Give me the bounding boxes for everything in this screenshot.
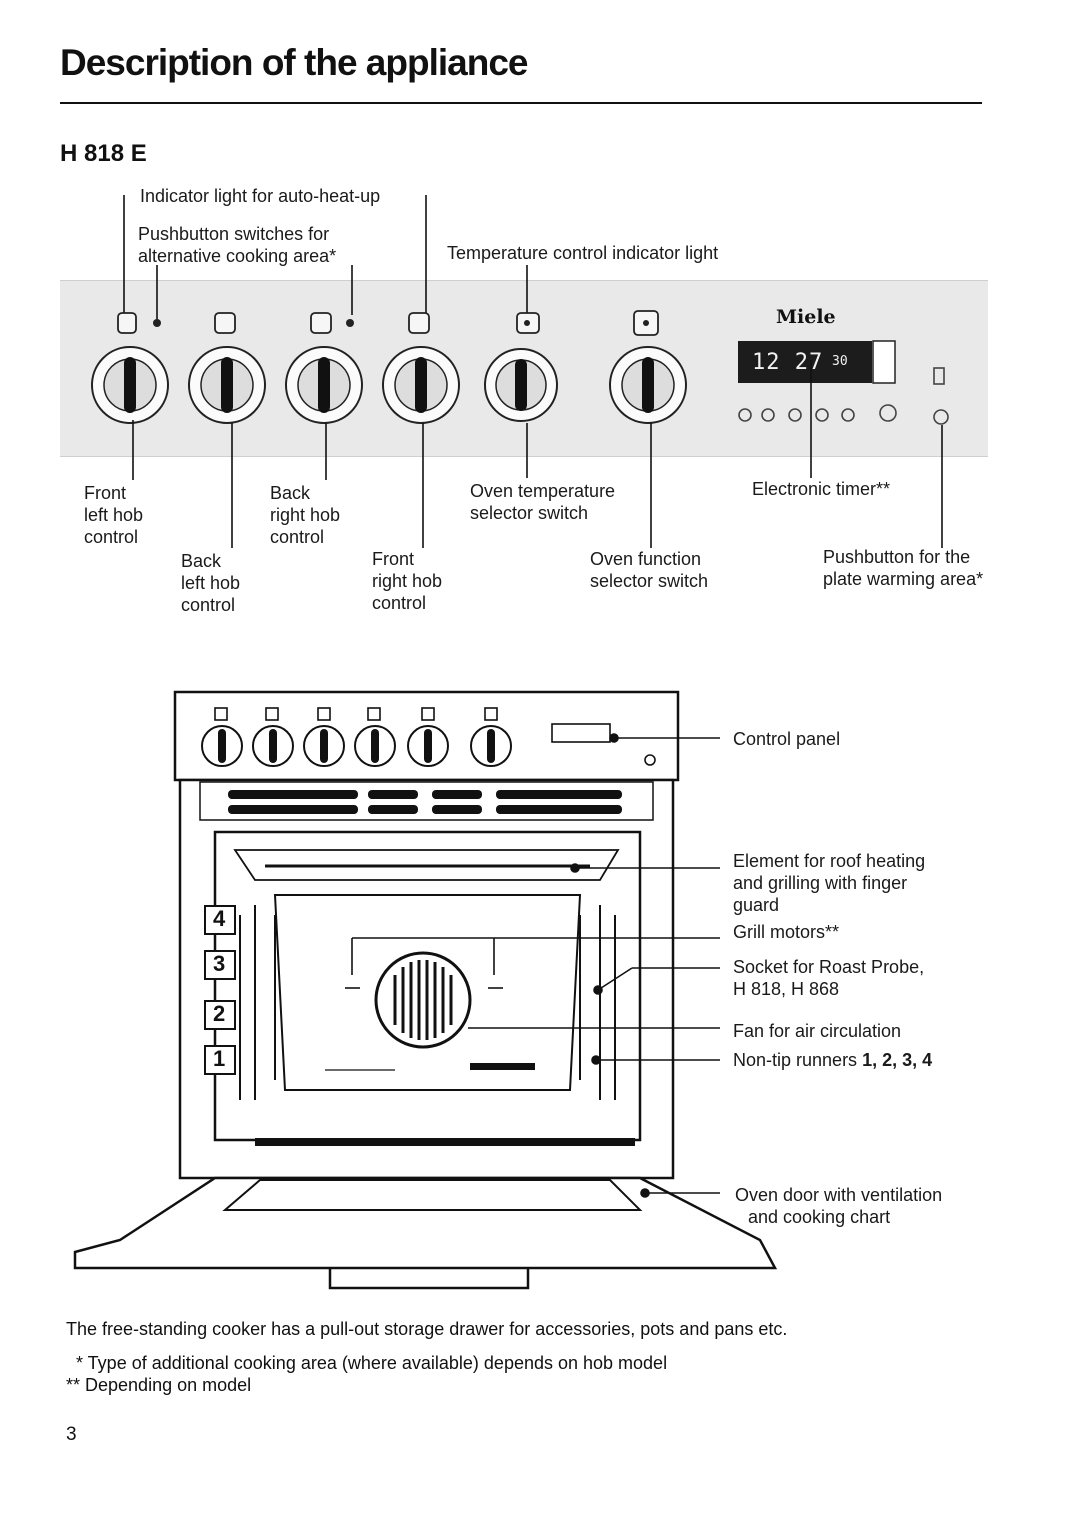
oven-temperature-knob bbox=[484, 348, 558, 422]
front-left-hob-knob bbox=[91, 346, 169, 424]
label-roast-probe-socket: Socket for Roast Probe,H 818, H 868 bbox=[733, 957, 925, 999]
runner-level-3: 3 bbox=[213, 951, 226, 976]
hob-indicator-icon-3 bbox=[310, 312, 332, 334]
hob-indicator-icon-4 bbox=[408, 312, 430, 334]
label-pushbutton-alt-line2: alternative cooking area* bbox=[138, 246, 337, 266]
runner-level-4: 4 bbox=[213, 906, 226, 931]
pushbutton-alt-icon-1 bbox=[153, 319, 161, 327]
page-title: Description of the appliance bbox=[60, 42, 528, 83]
oven-function-knob bbox=[609, 346, 687, 424]
title-divider bbox=[60, 102, 982, 104]
back-right-hob-knob bbox=[285, 346, 363, 424]
hob-indicator-icon-1 bbox=[117, 312, 137, 334]
timer-display bbox=[738, 341, 872, 383]
runner-level-1: 1 bbox=[213, 1046, 226, 1071]
back-left-hob-knob bbox=[188, 346, 266, 424]
pushbutton-alt-icon-2 bbox=[346, 319, 354, 327]
top-leader-lines bbox=[123, 195, 528, 325]
hob-knobs bbox=[91, 346, 687, 424]
label-control-panel: Control panel bbox=[733, 729, 841, 749]
label-electronic-timer: Electronic timer** bbox=[752, 479, 891, 499]
label-temp-indicator: Temperature control indicator light bbox=[447, 243, 719, 263]
timer-seconds: 30 bbox=[832, 354, 848, 369]
oven-illustration bbox=[73, 690, 778, 1290]
footnote-single-star: * Type of additional cooking area (where… bbox=[76, 1353, 668, 1373]
label-fan: Fan for air circulation bbox=[733, 1021, 902, 1041]
plate-warming-icon bbox=[933, 367, 945, 385]
footnote-double-star: ** Depending on model bbox=[66, 1375, 252, 1395]
drawer-description: The free-standing cooker has a pull-out … bbox=[66, 1319, 788, 1339]
model-heading: H 818 E bbox=[60, 140, 147, 167]
front-right-hob-knob bbox=[382, 346, 460, 424]
hob-indicator-icon-2 bbox=[214, 312, 236, 334]
label-autoheat-indicator: Indicator light for auto-heat-up bbox=[140, 186, 381, 206]
label-grill-motors: Grill motors** bbox=[733, 922, 840, 942]
label-pushbutton-alt-line1: Pushbutton switches for bbox=[138, 224, 330, 244]
page-number: 3 bbox=[66, 1424, 77, 1445]
plate-warming-pushbutton bbox=[933, 409, 949, 425]
runner-level-2: 2 bbox=[213, 1001, 226, 1026]
bottom-leader-lines bbox=[132, 360, 943, 548]
label-non-tip-runners: Non-tip runners 1, 2, 3, 4 bbox=[733, 1050, 933, 1070]
timer-digits: 12 27 bbox=[752, 350, 824, 375]
brand-logo: Miele bbox=[776, 306, 836, 328]
